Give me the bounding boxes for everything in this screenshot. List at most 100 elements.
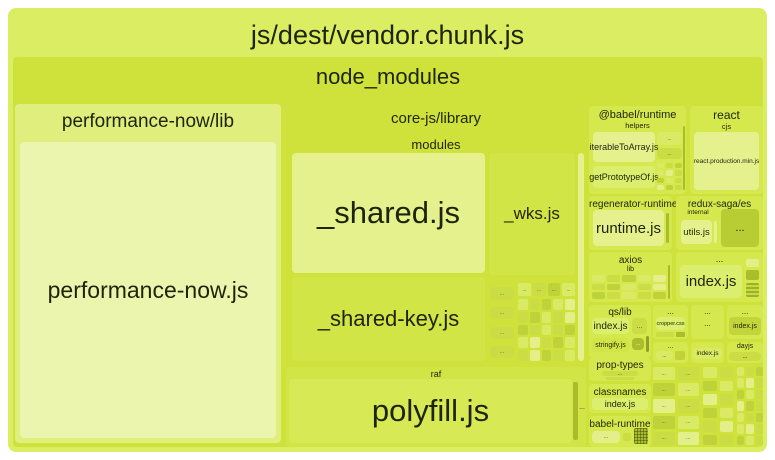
module-cell[interactable]: [529, 350, 540, 361]
module-cell[interactable]: [529, 299, 540, 310]
index-js-module[interactable]: index.js: [680, 265, 742, 298]
module-cell[interactable]: ...: [653, 431, 675, 445]
module-cell[interactable]: [541, 311, 552, 323]
qs-index-module[interactable]: index.js: [592, 318, 629, 334]
module-cell[interactable]: [719, 394, 733, 405]
module-cell[interactable]: [703, 367, 717, 378]
module-cell[interactable]: [565, 311, 575, 323]
module-cell[interactable]: [737, 424, 745, 434]
module-cell[interactable]: [529, 324, 540, 336]
module-cell[interactable]: [703, 380, 717, 391]
module-cell[interactable]: [637, 275, 651, 282]
module-cell[interactable]: [529, 311, 540, 323]
module-cell[interactable]: [666, 184, 673, 190]
small-module-cell[interactable]: [676, 332, 685, 337]
classnames-group[interactable]: classnames index.js: [589, 384, 651, 413]
module-cell[interactable]: [666, 170, 673, 176]
module-cell[interactable]: [737, 412, 745, 423]
classnames-index-module[interactable]: index.js: [592, 398, 648, 410]
performance-now-lib-group[interactable]: performance-now/lib performance-now.js: [15, 104, 281, 443]
module-cell[interactable]: [746, 367, 754, 377]
module-cell[interactable]: [703, 407, 717, 418]
module-cell[interactable]: [755, 389, 763, 400]
module-cell[interactable]: ...: [677, 367, 699, 381]
module-cell[interactable]: [657, 163, 664, 169]
module-cell[interactable]: ...: [677, 399, 699, 413]
module-cell[interactable]: [607, 275, 621, 282]
module-cell[interactable]: ...: [547, 283, 561, 296]
chunk-vendor-group[interactable]: js/dest/vendor.chunk.js node_modules per…: [8, 8, 767, 452]
module-cell[interactable]: [518, 337, 528, 349]
axios-group[interactable]: axios lib: [589, 252, 672, 302]
module-cell[interactable]: [622, 283, 636, 291]
modules-group[interactable]: modules _shared.js _wks.js _shared-key.j…: [290, 134, 584, 364]
module-cell[interactable]: [746, 378, 754, 388]
small-module-cell[interactable]: ...: [657, 132, 682, 145]
redux-saga-group[interactable]: redux-saga/es internal utils.js ...: [676, 196, 763, 250]
babel-runtime-at-group[interactable]: @babel/runtime helpers iterableToArray.j…: [589, 106, 686, 194]
get-prototype-of-module[interactable]: getPrototypeOf.js: [589, 166, 659, 188]
small-module-cell[interactable]: ...: [632, 318, 647, 334]
small-module-cell[interactable]: ...: [490, 287, 514, 300]
module-cell[interactable]: [675, 184, 682, 190]
index-js-module[interactable]: index.js: [729, 317, 761, 335]
module-cell[interactable]: [541, 299, 552, 310]
collapsed-package-group[interactable]: index.js: [691, 342, 724, 363]
cropper-css-module[interactable]: cropper.css: [656, 317, 685, 330]
qs-stringify-module[interactable]: stringify.js: [592, 338, 629, 352]
module-cell[interactable]: [737, 367, 745, 377]
module-cell[interactable]: [657, 177, 664, 183]
module-cell[interactable]: [652, 283, 666, 291]
raf-group[interactable]: raf polyfill.js ...: [286, 367, 586, 447]
small-module-cell[interactable]: ...: [656, 351, 673, 360]
module-cell[interactable]: [553, 324, 564, 336]
small-module-cell[interactable]: [656, 332, 674, 337]
module-cell[interactable]: [529, 337, 540, 349]
core-js-library-group[interactable]: core-js/library modules _shared.js _wks.…: [286, 104, 586, 366]
module-cell[interactable]: [666, 163, 673, 169]
module-cell[interactable]: [755, 401, 763, 411]
dayjs-group[interactable]: dayjs ...: [727, 342, 763, 363]
module-cell[interactable]: [746, 389, 754, 400]
small-module-cell[interactable]: ...: [578, 395, 586, 419]
module-cell[interactable]: [518, 299, 528, 310]
module-cell[interactable]: ...: [653, 415, 675, 429]
module-cell[interactable]: ...: [653, 367, 675, 381]
module-cell[interactable]: [737, 401, 745, 411]
small-module-cell[interactable]: [675, 351, 685, 360]
module-cell[interactable]: [652, 292, 666, 299]
module-cell[interactable]: [518, 311, 528, 323]
module-strip[interactable]: [646, 336, 649, 352]
shared-key-js-module[interactable]: _shared-key.js: [292, 277, 485, 361]
module-cell[interactable]: [657, 170, 664, 176]
module-cell[interactable]: [592, 283, 606, 291]
module-strip[interactable]: [666, 213, 669, 243]
module-cell[interactable]: [518, 324, 528, 336]
module-cell[interactable]: [637, 292, 651, 299]
module-cell[interactable]: [607, 283, 621, 291]
small-module-cell[interactable]: [746, 259, 759, 267]
runtime-js-module[interactable]: runtime.js: [593, 210, 664, 246]
small-module-cell[interactable]: [606, 377, 634, 380]
module-cell[interactable]: [565, 324, 575, 336]
react-group[interactable]: react cjs react.production.min.js: [690, 106, 763, 194]
module-cell[interactable]: [746, 435, 754, 445]
module-cell[interactable]: [675, 177, 682, 183]
module-cell[interactable]: [592, 275, 606, 282]
module-strip[interactable]: [683, 126, 685, 190]
module-cell[interactable]: [622, 292, 636, 299]
module-strip[interactable]: [668, 265, 670, 299]
module-cell[interactable]: ...: [677, 415, 699, 429]
module-cell[interactable]: [652, 275, 666, 282]
small-module-cell[interactable]: ...: [490, 327, 514, 339]
shared-js-module[interactable]: _shared.js: [292, 153, 485, 273]
module-cell[interactable]: [675, 163, 682, 169]
small-module-cell[interactable]: ...: [729, 352, 761, 361]
small-module-cell[interactable]: [746, 283, 759, 297]
small-module-cell[interactable]: ...: [490, 346, 514, 358]
small-module-cell[interactable]: ...: [592, 431, 620, 443]
collapsed-package-group[interactable]: ... cropper.css: [653, 305, 688, 339]
collapsed-modules-cell[interactable]: ...: [721, 209, 759, 247]
module-cell[interactable]: [703, 421, 717, 432]
small-module-cell[interactable]: ...: [632, 338, 644, 350]
